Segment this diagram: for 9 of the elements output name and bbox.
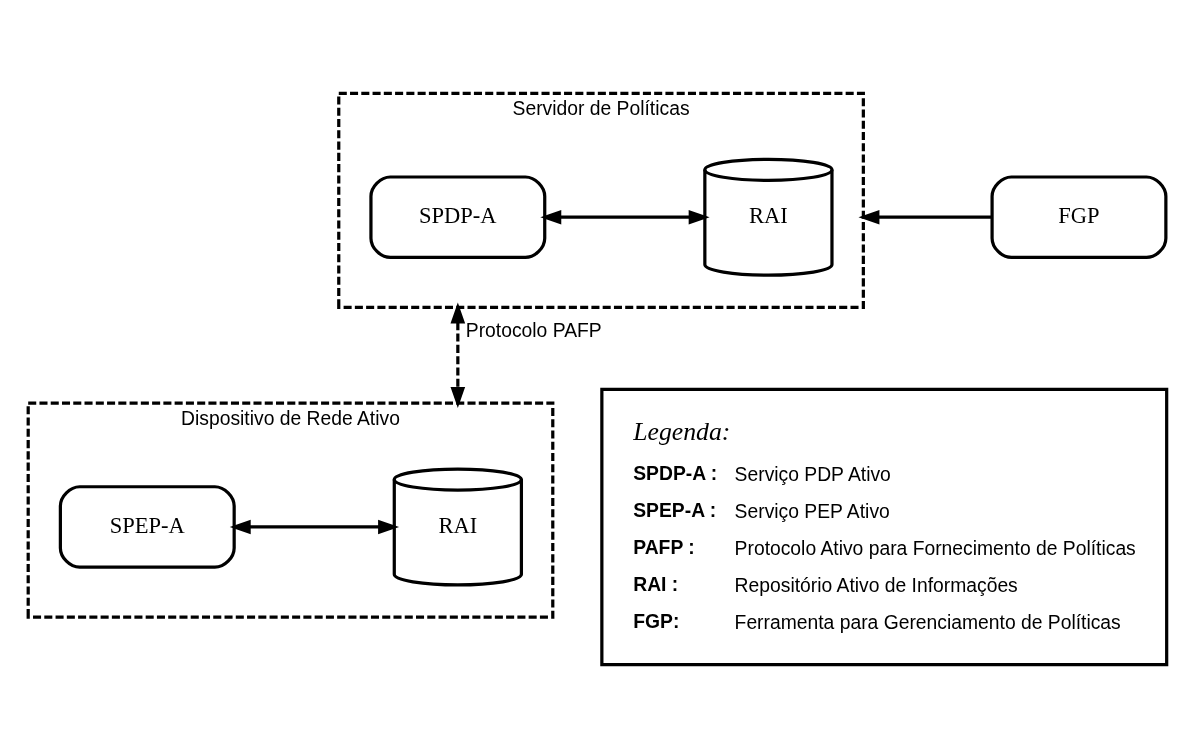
arrow bbox=[540, 209, 710, 225]
arrow bbox=[450, 301, 466, 408]
edge-label: Protocolo PAFP bbox=[465, 319, 602, 341]
arrow bbox=[858, 209, 992, 225]
arrow bbox=[229, 519, 400, 534]
node-box: SPEP-A bbox=[58, 484, 236, 569]
node-box: Legenda: SPDP-A : Serviço PDP Ativo SPEP-A : Serviço PEP Ativo PAFP : Protocolo Ativo para Fornecimento de Políticas RAI : Repositório Ativo de Informações FGP: Ferramenta para Gerenciamento de Políticas bbox=[600, 387, 1169, 666]
node-box: SPDP-A bbox=[369, 174, 547, 259]
node-box: FGP bbox=[990, 174, 1168, 259]
